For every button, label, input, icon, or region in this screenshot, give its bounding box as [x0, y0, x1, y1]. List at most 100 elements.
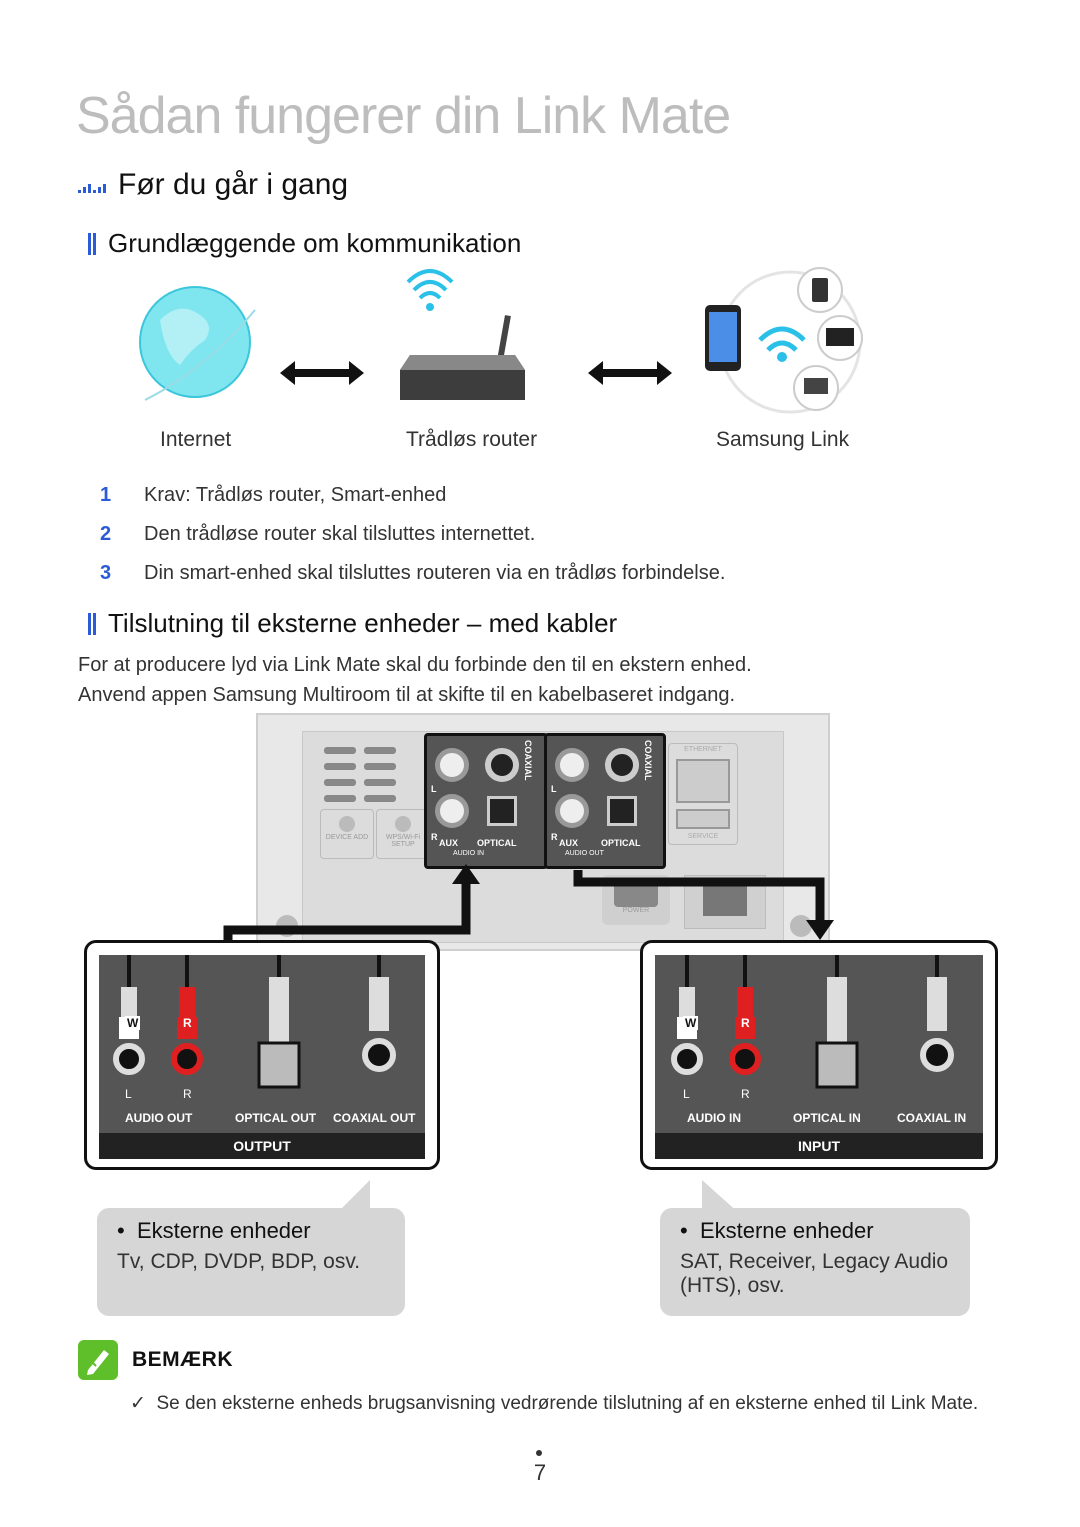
rca-plug-red-icon — [729, 955, 761, 1075]
callout-heading-text: Eksterne enheder — [699, 1218, 874, 1243]
rca-jack — [555, 794, 589, 828]
optical-label: OPTICAL — [477, 838, 517, 848]
optical-jack — [607, 796, 637, 826]
wps-setup-label: WPS/Wi-Fi SETUP — [385, 834, 421, 848]
arrow-down-icon — [573, 870, 834, 940]
list-text: Din smart-enhed skal tilsluttes routeren… — [144, 562, 726, 584]
label-internet: Internet — [160, 428, 232, 451]
left-channel-label: L — [683, 1087, 690, 1101]
page-number: 7 — [533, 1460, 547, 1485]
subheading-communication: Grundlæggende om kommunikation — [88, 228, 521, 259]
optical-plug-icon — [815, 955, 859, 1089]
note-text: Se den eksterne enheds brugsanvisning ve… — [156, 1393, 979, 1414]
side-letter: L — [551, 784, 557, 794]
note-pencil-icon — [78, 1340, 118, 1380]
note-heading: BEMÆRK — [78, 1340, 233, 1380]
rca-jack — [435, 748, 469, 782]
service-label: SERVICE — [687, 833, 719, 840]
checkmark-icon: ✓ — [130, 1393, 146, 1414]
plug-red-label: R — [183, 1016, 192, 1030]
optical-out-label: OPTICAL OUT — [235, 1111, 317, 1125]
arrow-up-icon — [223, 864, 480, 940]
section-heading: Før du går i gang — [78, 168, 348, 202]
label-router: Trådløs router — [406, 428, 538, 451]
audio-out-block: COAXIAL L R AUX OPTICAL AUDIO OUT — [544, 733, 666, 869]
list-number: 3 — [100, 562, 112, 584]
callout-heading: • Eksterne enheder — [117, 1218, 311, 1243]
coaxial-out-label: COAXIAL OUT — [333, 1111, 416, 1125]
router-icon — [400, 269, 525, 400]
side-letter: R — [431, 832, 438, 842]
double-arrow-icon — [588, 361, 672, 385]
callout-body: (HTS), osv. — [680, 1274, 785, 1297]
callout-body: SAT, Receiver, Legacy Audio — [680, 1250, 949, 1273]
connectivity-diagram — [139, 267, 863, 414]
ethernet-area: ETHERNET SERVICE — [668, 743, 738, 845]
device-add-label: DEVICE ADD — [325, 834, 369, 841]
section-heading-text: Før du går i gang — [118, 168, 349, 201]
optical-jack — [487, 796, 517, 826]
note-label: BEMÆRK — [132, 1348, 233, 1371]
optical-label: OPTICAL — [601, 838, 641, 848]
callout-pointer — [336, 1180, 370, 1214]
optical-plug-icon — [257, 955, 301, 1089]
ethernet-port — [676, 759, 730, 803]
wps-setup-button[interactable]: WPS/Wi-Fi SETUP — [376, 809, 430, 859]
device-add-button[interactable]: DEVICE ADD — [320, 809, 374, 859]
list-number: 1 — [100, 484, 112, 506]
audio-out-label: AUDIO OUT — [125, 1111, 193, 1125]
audio-in-block: COAXIAL R L AUX OPTICAL AUDIO IN — [424, 733, 548, 869]
coaxial-plug-icon — [920, 955, 954, 1072]
subheading-cables-text: Tilslutning til eksterne enheder – med k… — [108, 608, 618, 638]
service-port — [676, 809, 730, 829]
rca-jack — [555, 748, 589, 782]
subheading-communication-text: Grundlæggende om kommunikation — [108, 228, 522, 258]
output-connectors — [113, 955, 396, 1089]
device-rear-panel: DEVICE ADD WPS/Wi-Fi SETUP COAXIAL R L A… — [256, 713, 830, 951]
callout-heading-text: Eksterne enheder — [136, 1218, 311, 1243]
coaxial-jack — [485, 748, 519, 782]
connection-arrows — [223, 864, 834, 940]
left-channel-label: L — [125, 1087, 132, 1101]
input-footer: INPUT — [655, 1133, 983, 1159]
subheading-marker — [88, 232, 96, 255]
callout-body: Tv, CDP, DVDP, BDP, osv. — [117, 1250, 361, 1273]
plug-white-label: W — [683, 1016, 699, 1030]
audio-out-label: AUDIO OUT — [565, 850, 604, 857]
list-item: 3 Din smart-enhed skal tilsluttes routere… — [100, 554, 725, 593]
audio-in-label: AUDIO IN — [453, 850, 485, 857]
rca-jack — [435, 794, 469, 828]
output-panel: W R L R AUDIO OUT OPTICAL OUT COAXIAL OU… — [84, 940, 440, 1170]
note-item: ✓ Se den eksterne enheds brugsanvisning … — [130, 1392, 978, 1415]
coaxial-label: COAXIAL — [523, 740, 533, 781]
input-panel: W R L R AUDIO IN OPTICAL IN COAXIAL IN I… — [640, 940, 998, 1170]
coaxial-plug-icon — [362, 955, 396, 1072]
aux-label: AUX — [439, 838, 459, 848]
optical-in-label: OPTICAL IN — [793, 1111, 861, 1125]
coaxial-in-label: COAXIAL IN — [897, 1111, 967, 1125]
right-channel-label: R — [741, 1087, 750, 1101]
callout-output-devices: • Eksterne enheder Tv, CDP, DVDP, BDP, o… — [97, 1208, 405, 1316]
rca-plug-red-icon — [171, 955, 203, 1075]
rca-plug-white-icon — [671, 955, 703, 1075]
power-label: POWER — [622, 907, 650, 914]
coaxial-jack — [605, 748, 639, 782]
intro-line: Anvend appen Samsung Multiroom til at sk… — [78, 684, 736, 706]
coaxial-label: COAXIAL — [643, 740, 653, 781]
double-arrow-icon — [280, 361, 364, 385]
page-dot — [536, 1450, 542, 1456]
intro-paragraph: For at producere lyd via Link Mate skal … — [78, 650, 752, 710]
label-samsung-link: Samsung Link — [716, 428, 850, 451]
list-number: 2 — [100, 523, 112, 545]
subheading-cables: Tilslutning til eksterne enheder – med k… — [88, 608, 617, 639]
ethernet-label: ETHERNET — [684, 746, 722, 753]
vent-grille — [324, 747, 396, 802]
callout-heading: • Eksterne enheder — [680, 1218, 874, 1243]
samsung-link-icon — [705, 267, 863, 414]
subheading-marker — [88, 612, 96, 635]
list-item: 2 Den trådløse router skal tilsluttes int… — [100, 515, 725, 554]
list-text: Den trådløse router skal tilsluttes inte… — [144, 523, 536, 545]
side-letter: R — [551, 832, 558, 842]
